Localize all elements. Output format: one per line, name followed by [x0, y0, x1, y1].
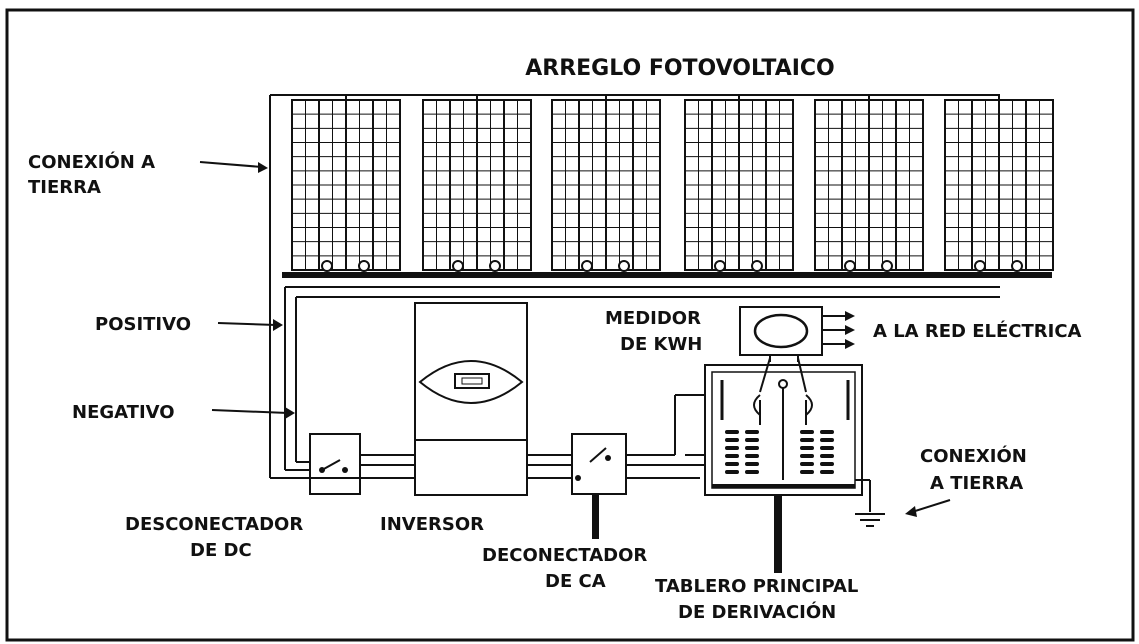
- pv-junction-node: [618, 260, 630, 272]
- pv-panel: [291, 95, 401, 272]
- ground-right-arrowhead: [905, 506, 917, 517]
- ground-right-label-line2: A TIERRA: [930, 473, 1023, 494]
- kwh-meter-dial: [753, 313, 809, 349]
- inverter-label: INVERSOR: [380, 514, 484, 535]
- negative-arrowhead: [285, 407, 295, 419]
- pv-junction-node: [489, 260, 501, 272]
- circuit-breaker: [725, 470, 739, 474]
- negative-arrow: [211, 409, 289, 414]
- ground-right-arrow: [911, 499, 951, 513]
- circuit-breaker: [745, 462, 759, 466]
- circuit-breaker: [745, 430, 759, 434]
- circuit-breaker: [800, 470, 814, 474]
- panel-main-feed-left: [759, 357, 771, 393]
- main-panel-breakers: [725, 430, 834, 474]
- outer-border: [5, 8, 1135, 642]
- meter-label-line1: MEDIDOR: [605, 308, 701, 329]
- meter-grid-arrowhead-2: [845, 325, 855, 335]
- circuit-breaker: [800, 446, 814, 450]
- main-panel-label-line1: TABLERO PRINCIPAL: [655, 576, 858, 597]
- meter-label-line2: DE KWH: [620, 334, 702, 355]
- panel-feed-node: [778, 379, 788, 389]
- panel-bus-bar: [282, 272, 1052, 278]
- inverter-display-inner: [461, 377, 483, 385]
- positive-arrow: [217, 322, 277, 326]
- ground-right-label-line1: CONEXIÓN: [920, 445, 1027, 467]
- meter-grid-arrowhead-3: [845, 339, 855, 349]
- ac-disconnect-post: [592, 494, 599, 539]
- panel-main-breaker-right: [805, 394, 813, 425]
- circuit-breaker: [725, 454, 739, 458]
- main-panel-bottom-bar: [712, 484, 855, 488]
- pv-junction-node: [1011, 260, 1023, 272]
- pv-junction-node: [751, 260, 763, 272]
- circuit-breaker: [820, 470, 834, 474]
- pv-junction-node: [714, 260, 726, 272]
- panel-main-breaker-left: [753, 394, 761, 425]
- pv-junction-node: [881, 260, 893, 272]
- circuit-breaker: [820, 446, 834, 450]
- ground-left-label-line2: TIERRA: [28, 177, 101, 198]
- ac-disconnect-label-line2: DE CA: [545, 571, 606, 592]
- main-panel-post: [774, 495, 782, 573]
- ac-switch-contact: [575, 475, 581, 481]
- ac-disconnect-box: [571, 433, 627, 495]
- circuit-breaker: [820, 430, 834, 434]
- circuit-breaker: [820, 438, 834, 442]
- pv-junction-node: [452, 260, 464, 272]
- negative-label: NEGATIVO: [72, 402, 175, 423]
- circuit-breaker: [725, 438, 739, 442]
- circuit-breaker: [800, 454, 814, 458]
- ac-switch-blade: [589, 447, 607, 463]
- circuit-breaker: [725, 462, 739, 466]
- circuit-breaker: [800, 462, 814, 466]
- circuit-breaker: [800, 430, 814, 434]
- pv-panel: [684, 95, 794, 272]
- circuit-breaker: [725, 430, 739, 434]
- main-panel-label-line2: DE DERIVACIÓN: [678, 601, 836, 623]
- circuit-breaker: [745, 470, 759, 474]
- ground-left-label-line1: CONEXIÓN A: [28, 151, 155, 173]
- positive-arrowhead: [273, 319, 283, 331]
- pv-panel: [814, 95, 924, 272]
- pv-junction-node: [974, 260, 986, 272]
- circuit-breaker: [725, 446, 739, 450]
- pv-junction-node: [844, 260, 856, 272]
- grid-label: A LA RED ELÉCTRICA: [873, 320, 1082, 342]
- pv-junction-node: [581, 260, 593, 272]
- circuit-breaker: [820, 462, 834, 466]
- ac-switch-contact-2: [605, 455, 611, 461]
- pv-panel: [422, 95, 532, 272]
- dc-disconnect-label-line2: DE DC: [190, 540, 252, 561]
- circuit-breaker: [745, 454, 759, 458]
- pv-panel: [944, 95, 1054, 272]
- ac-disconnect-label-line1: DECONECTADOR: [482, 545, 647, 566]
- positive-label: POSITIVO: [95, 314, 191, 335]
- ground-left-arrowhead: [258, 162, 268, 173]
- dc-disconnect-label-line1: DESCONECTADOR: [125, 514, 303, 535]
- dc-switch-contact-2: [342, 467, 348, 473]
- pv-panel: [551, 95, 661, 272]
- diagram-title: ARREGLO FOTOVOLTAICO: [525, 56, 835, 81]
- pv-junction-node: [358, 260, 370, 272]
- meter-grid-arrowhead-1: [845, 311, 855, 321]
- circuit-breaker: [745, 446, 759, 450]
- pv-panel-array: [291, 95, 1054, 272]
- inverter-display: [454, 373, 490, 389]
- circuit-breaker: [820, 454, 834, 458]
- panel-main-feed-right: [797, 357, 807, 393]
- pv-junction-node: [321, 260, 333, 272]
- dc-switch-blade: [321, 459, 341, 471]
- dc-disconnect-box: [309, 433, 361, 495]
- circuit-breaker: [800, 438, 814, 442]
- circuit-breaker: [745, 438, 759, 442]
- ground-left-arrow: [199, 161, 263, 168]
